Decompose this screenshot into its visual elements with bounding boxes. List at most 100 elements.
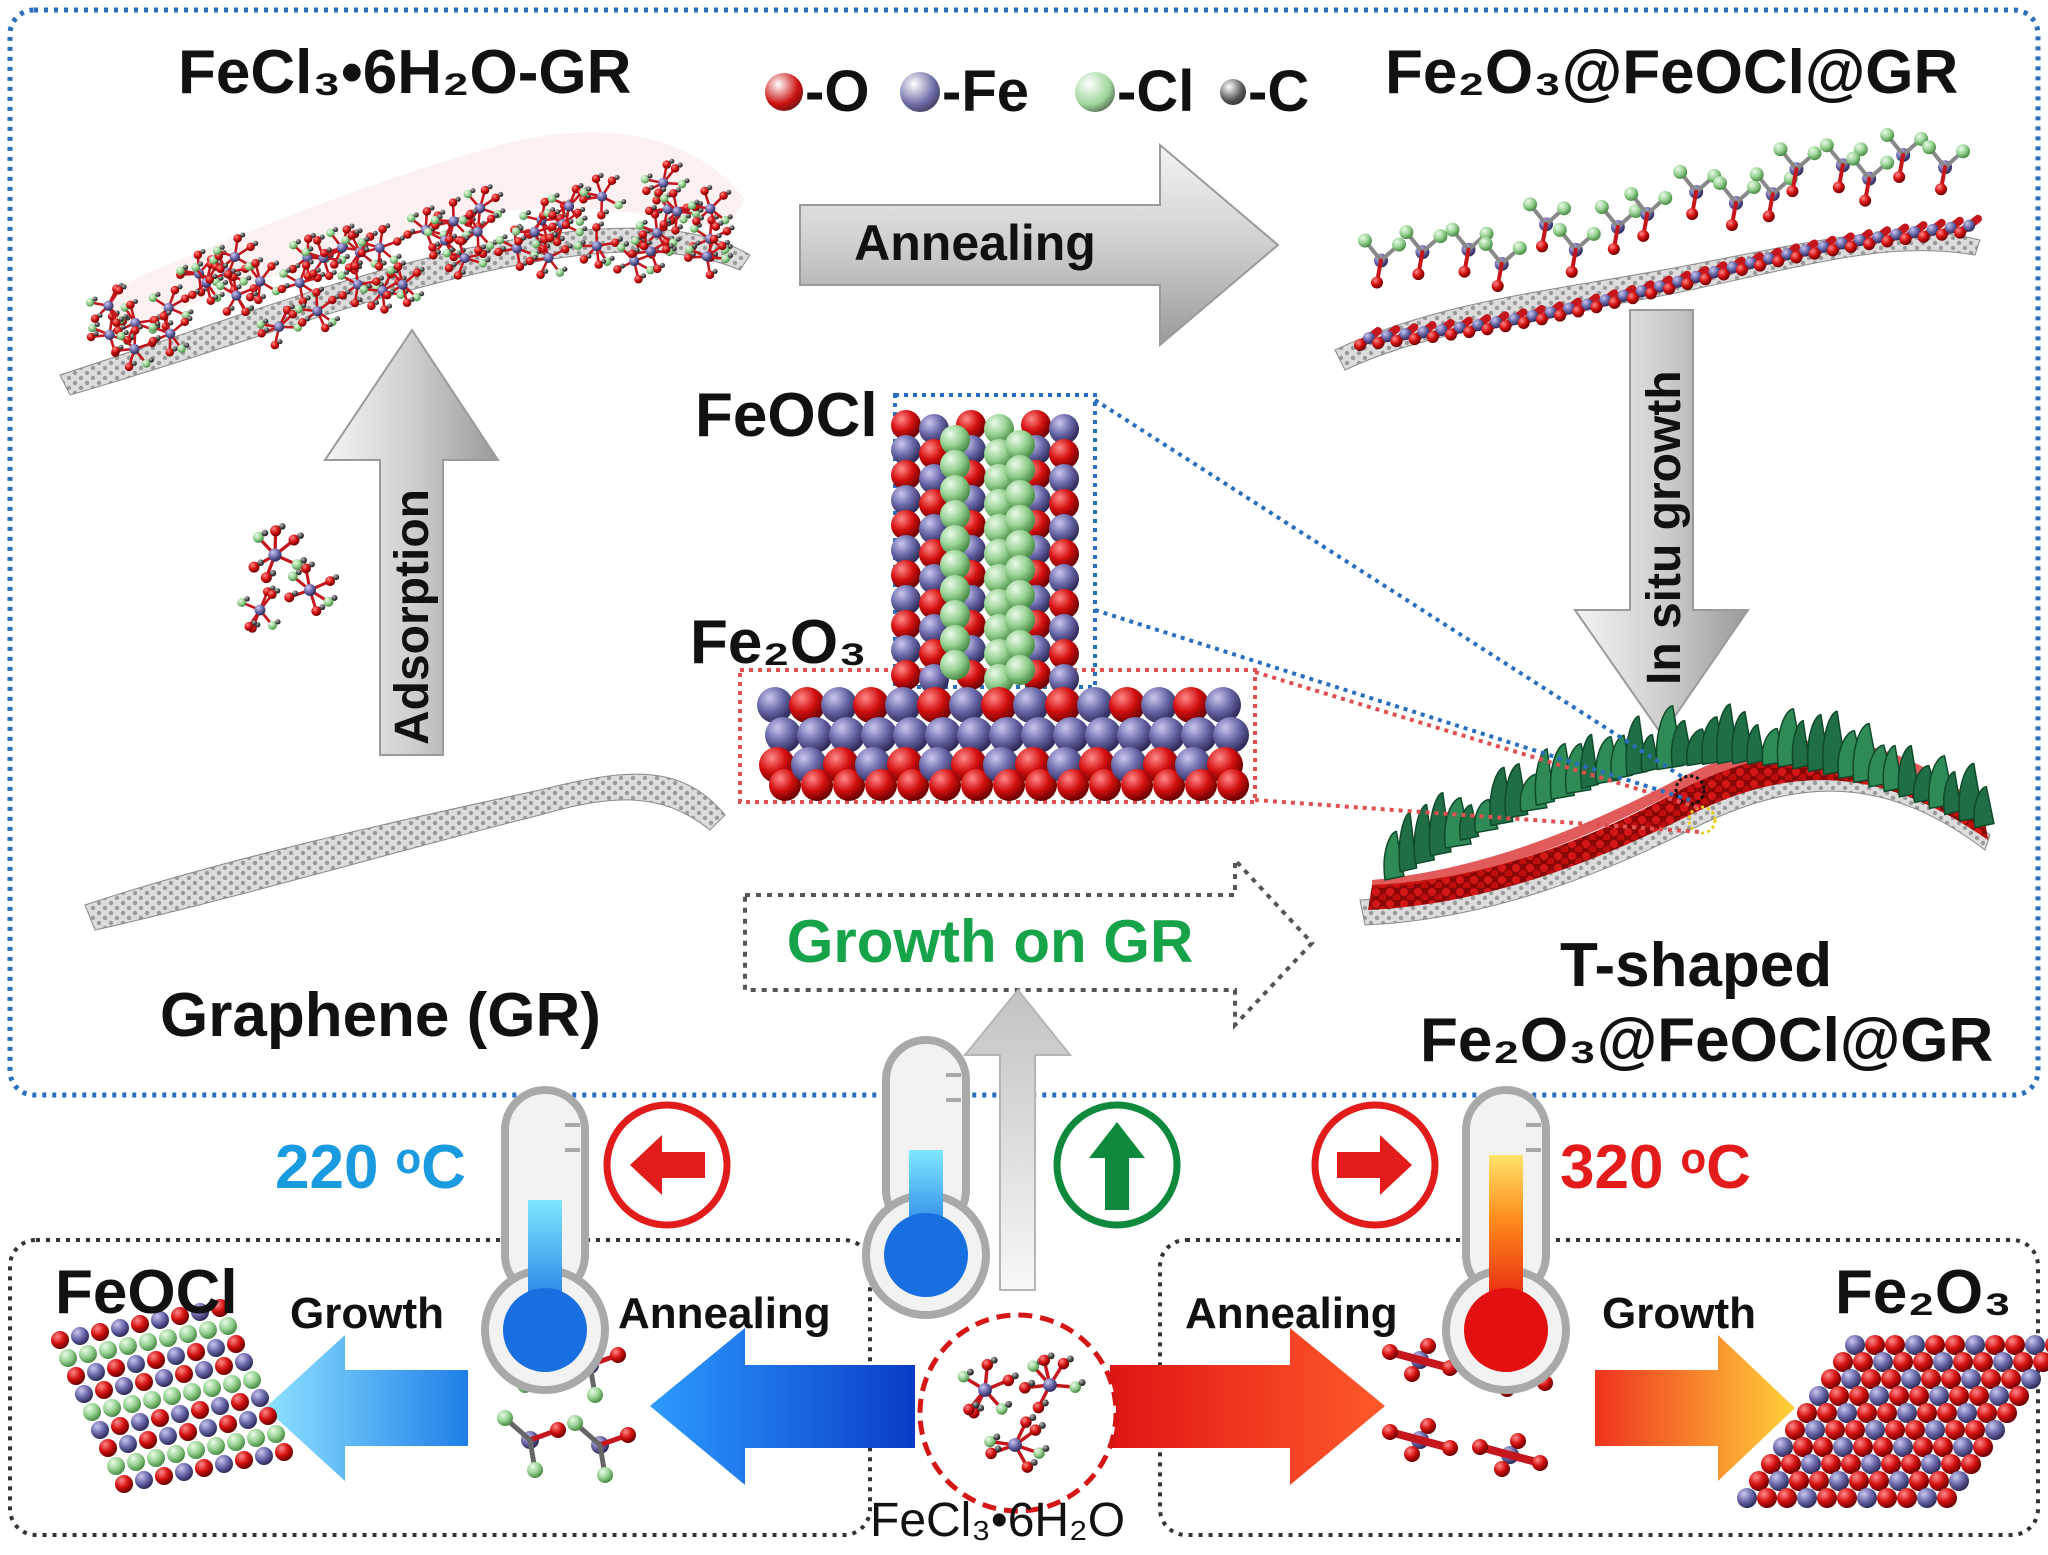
o-atom	[1020, 1416, 1032, 1428]
cl-atom	[940, 425, 970, 455]
h-atom	[240, 232, 246, 238]
cl-atom	[59, 1349, 77, 1367]
cl-atom	[1807, 146, 1822, 161]
o-atom	[114, 286, 124, 295]
h-atom	[580, 239, 586, 245]
o-atom	[981, 687, 1017, 723]
o-atom	[1941, 1454, 1961, 1474]
o-atom	[1049, 539, 1079, 569]
h-atom	[305, 295, 311, 301]
o-atom	[246, 242, 255, 252]
o-atom	[1844, 241, 1857, 254]
o-atom	[1045, 687, 1081, 723]
fe-atom	[91, 1421, 109, 1439]
o-atom	[1909, 1471, 1929, 1491]
o-atom	[1786, 185, 1799, 198]
h-atom	[200, 248, 206, 255]
h-atom	[364, 246, 370, 252]
h-atom	[567, 243, 573, 249]
fe-atom	[1453, 321, 1466, 334]
fe-atom	[1773, 1437, 1793, 1457]
o-atom	[1973, 1352, 1993, 1372]
o-atom	[683, 253, 693, 262]
cl-atom	[357, 238, 366, 247]
o-atom	[1929, 1471, 1949, 1491]
fe-atom	[891, 635, 921, 665]
h-atom	[470, 188, 476, 194]
h-atom	[582, 215, 588, 221]
o-atom	[392, 237, 402, 246]
o-atom	[592, 223, 601, 232]
o-atom	[1885, 1420, 1905, 1440]
o-atom	[193, 250, 203, 260]
fe-atom	[1925, 1420, 1945, 1440]
o-atom	[1859, 194, 1872, 207]
o-atom	[1909, 1386, 1929, 1406]
h-atom	[966, 1368, 974, 1376]
h-atom	[333, 574, 340, 581]
cl-atom	[389, 255, 399, 264]
h-atom	[550, 207, 556, 213]
cl-atom	[163, 1387, 181, 1405]
fe-atom	[1085, 717, 1121, 753]
o-atom	[1761, 1454, 1781, 1474]
o-atom	[891, 460, 921, 490]
cl-atom	[1005, 630, 1035, 660]
o-atom	[67, 1367, 85, 1385]
h-atom	[532, 255, 538, 261]
h-atom	[716, 233, 722, 239]
fe-atom	[891, 585, 921, 615]
o-atom	[891, 410, 921, 440]
h-atom	[285, 267, 292, 273]
o-atom	[270, 525, 282, 537]
o-atom	[1781, 1454, 1801, 1474]
o-atom	[597, 210, 606, 220]
o-atom	[275, 1443, 293, 1461]
cl-atom	[239, 277, 248, 286]
o-atom	[254, 295, 263, 305]
fe-atom	[1599, 294, 1612, 307]
h-atom	[331, 269, 337, 276]
cl-atom	[511, 227, 521, 236]
o-atom	[545, 233, 555, 243]
o-atom	[284, 592, 295, 603]
o-atom	[1089, 769, 1121, 801]
feocl-plate	[1746, 723, 1766, 766]
o-atom	[1590, 301, 1603, 314]
fe-atom	[1890, 228, 1903, 241]
temp-high-label: 320 ᵒC	[1560, 1133, 1751, 1202]
o-atom	[1772, 255, 1785, 268]
cl-atom	[1773, 142, 1788, 157]
fe-atom	[130, 317, 141, 329]
fe-atom	[1417, 326, 1430, 339]
cl-atom	[301, 248, 311, 257]
cl-atom	[396, 290, 406, 300]
h-atom	[253, 240, 259, 246]
h-atom	[684, 178, 690, 184]
cl-atom	[531, 239, 541, 249]
o-atom	[380, 305, 389, 314]
cl-atom	[1586, 226, 1601, 241]
o-atom	[1893, 1352, 1913, 1372]
o-atom	[548, 210, 557, 220]
fe-atom	[1829, 1471, 1849, 1491]
fe-atom	[251, 1389, 269, 1407]
cl-atom	[139, 1333, 157, 1351]
h-atom	[713, 251, 719, 257]
top-right-title: Fe₂O₃@FeOCl@GR	[1385, 38, 1959, 107]
o-atom	[1426, 330, 1439, 343]
o-atom	[233, 234, 242, 243]
fe-atom	[1008, 1438, 1022, 1452]
h-atom	[677, 224, 684, 230]
h-atom	[320, 271, 326, 277]
fe-atom	[1837, 1403, 1857, 1423]
cl-atom	[176, 266, 185, 275]
h-atom	[451, 262, 457, 268]
fe-atom	[978, 1383, 992, 1397]
h-atom	[327, 322, 333, 328]
h-atom	[1005, 1400, 1013, 1408]
legend-label: -Cl	[1117, 59, 1195, 124]
fe-atom	[2021, 1369, 2041, 1389]
cl-atom	[187, 1441, 205, 1459]
legend-label: -O	[805, 59, 870, 124]
